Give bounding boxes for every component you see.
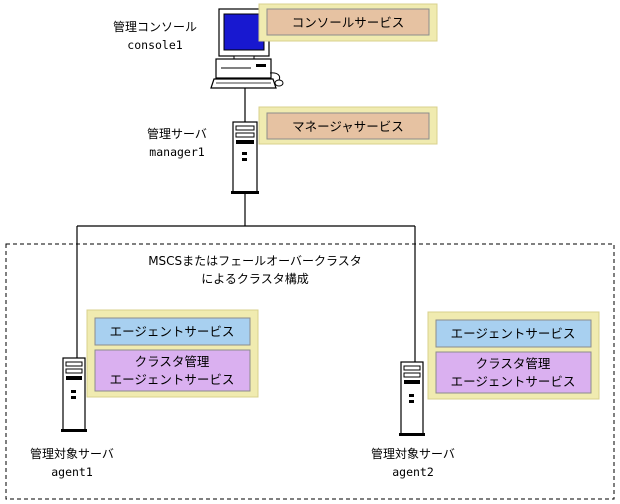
server-tower-icon [231, 121, 259, 194]
agent1-agent-service-box [94, 317, 251, 346]
agent2-agent-service-box [435, 319, 592, 348]
server-tower-icon [61, 357, 87, 432]
console-service-label: コンソールサービス [292, 15, 405, 30]
agent1-title: 管理対象サーバ [30, 446, 114, 461]
agent1-cluster-service-line1: クラスタ管理 [135, 354, 210, 369]
agent2-agent-service-label: エージェントサービス [451, 326, 576, 341]
agent2-host: agent2 [392, 465, 434, 479]
console-service-box [266, 8, 430, 36]
cluster-label-line1: MSCSまたはフェールオーバークラスタ [148, 254, 362, 268]
agent1-service-panel: エージェントサービス クラスタ管理 エージェントサービス [86, 309, 259, 398]
agent2-cluster-service-box [435, 351, 592, 394]
agent1-cluster-service-line2: エージェントサービス [110, 372, 235, 387]
agent1-agent-service-label: エージェントサービス [110, 324, 235, 339]
console-service-panel: コンソールサービス [258, 3, 438, 42]
agent1-host: agent1 [51, 465, 93, 479]
console-host: console1 [127, 38, 182, 52]
manager-service-panel: マネージャサービス [258, 106, 438, 145]
agent2-title: 管理対象サーバ [371, 446, 455, 461]
agent2-cluster-service-line1: クラスタ管理 [476, 356, 551, 371]
manager-service-box [266, 112, 430, 140]
cluster-region [5, 243, 615, 500]
connections [76, 88, 416, 362]
cluster-label-line2: によるクラスタ構成 [201, 272, 308, 286]
manager-host: manager1 [149, 145, 204, 159]
agent2-service-panel: エージェントサービス クラスタ管理 エージェントサービス [427, 311, 600, 400]
agent2-cluster-service-line2: エージェントサービス [451, 374, 576, 389]
manager-title: 管理サーバ [147, 126, 207, 141]
server-tower-icon [399, 361, 425, 436]
console-title: 管理コンソール [113, 19, 197, 34]
manager-service-label: マネージャサービス [292, 119, 404, 134]
agent1-cluster-service-box [94, 349, 251, 392]
